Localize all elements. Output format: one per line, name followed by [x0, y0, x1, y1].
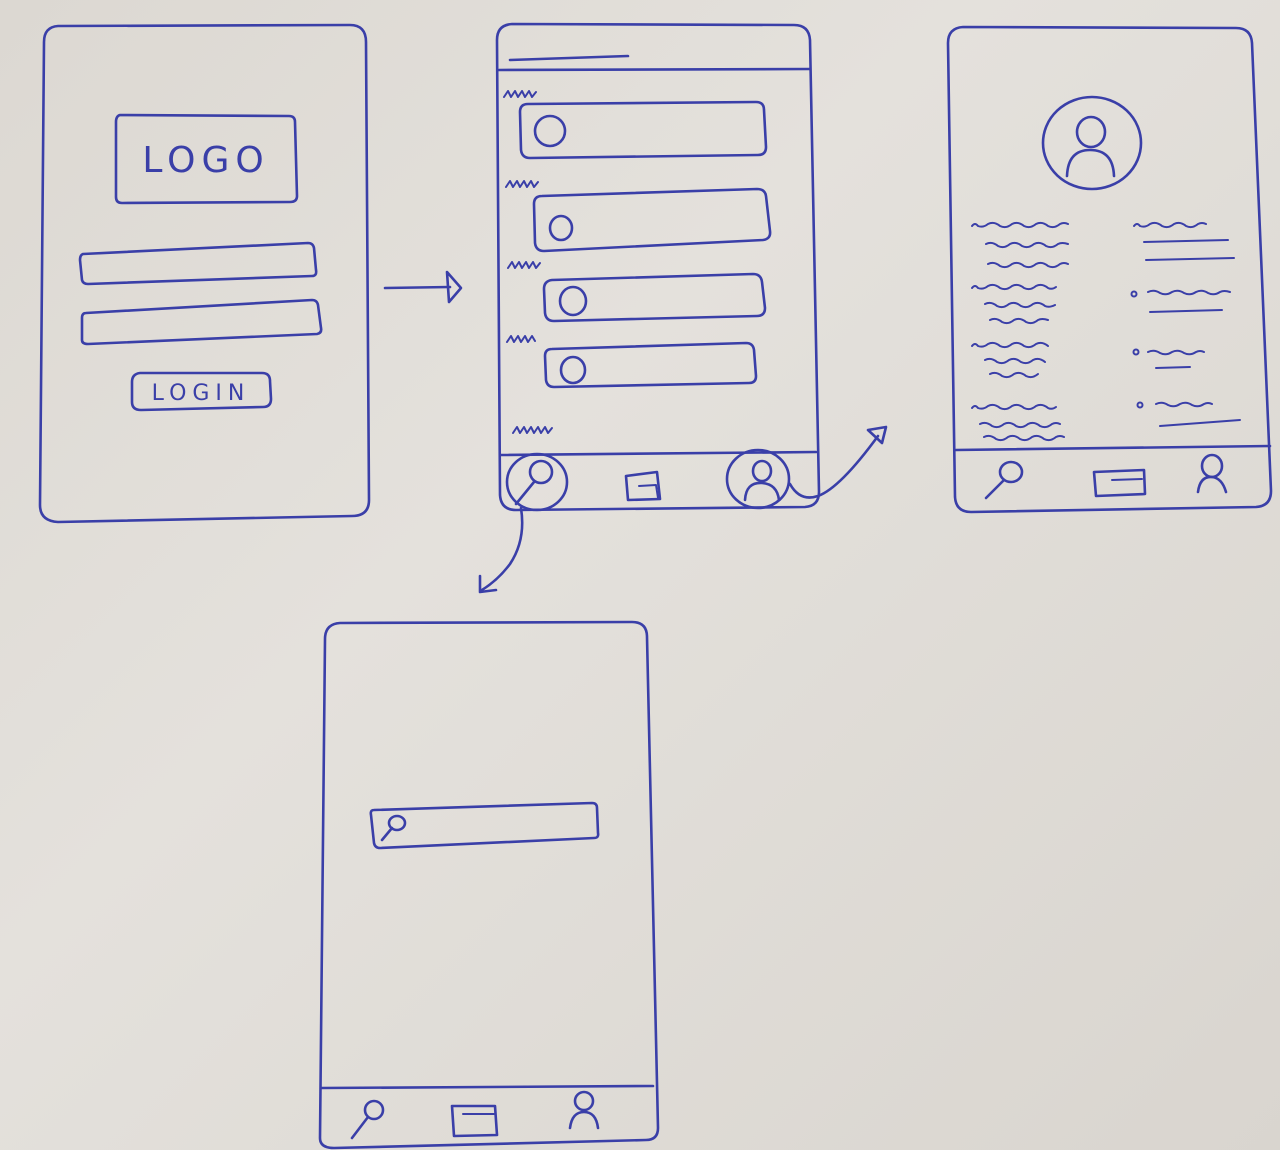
list-item-partial — [512, 426, 553, 434]
login-button[interactable]: LOGIN — [130, 371, 273, 412]
profile-icon[interactable] — [1196, 453, 1228, 494]
gallery-icon[interactable] — [1092, 468, 1147, 498]
flow-arrow-feed-to-profile — [788, 425, 888, 499]
list-item[interactable] — [507, 261, 767, 323]
search-icon[interactable] — [350, 1099, 385, 1140]
login-screen: LOGO LOGIN — [38, 23, 371, 524]
avatar — [558, 285, 588, 317]
profile-nav-divider — [954, 444, 1272, 452]
feed-header-divider — [497, 67, 812, 72]
gallery-icon[interactable] — [624, 470, 662, 502]
search-screen-frame — [318, 620, 660, 1150]
login-button-label: LOGIN — [152, 381, 251, 406]
search-icon[interactable] — [505, 452, 569, 512]
profile-screen — [946, 25, 1273, 514]
profile-icon[interactable] — [725, 448, 791, 510]
search-icon — [380, 814, 407, 842]
search-nav-divider — [319, 1084, 655, 1090]
login-screen-frame — [38, 23, 371, 524]
search-icon[interactable] — [984, 460, 1024, 500]
logo-box: LOGO — [114, 113, 299, 205]
flow-arrow-login-to-feed — [383, 270, 463, 304]
feed-title-line — [508, 54, 630, 62]
avatar — [548, 214, 574, 242]
profile-details-left — [971, 221, 1069, 442]
username-field[interactable] — [78, 241, 318, 286]
feed-screen — [495, 22, 821, 512]
avatar — [559, 355, 587, 385]
search-screen — [318, 620, 660, 1150]
list-item[interactable] — [505, 180, 772, 253]
feed-bottom-nav — [505, 448, 791, 512]
feed-screen-frame — [495, 22, 821, 512]
profile-avatar — [1041, 95, 1143, 191]
search-bottom-nav — [350, 1090, 600, 1140]
flow-arrow-feed-to-search — [478, 506, 524, 594]
feed-nav-divider — [498, 450, 818, 457]
search-input[interactable] — [369, 801, 600, 850]
profile-details-right — [1130, 221, 1241, 427]
password-field[interactable] — [80, 298, 323, 346]
profile-screen-frame — [946, 25, 1273, 514]
avatar — [533, 114, 567, 148]
feed-list — [503, 90, 772, 434]
gallery-icon[interactable] — [450, 1104, 499, 1138]
profile-icon[interactable] — [568, 1090, 600, 1130]
logo-text: LOGO — [142, 140, 269, 181]
list-item[interactable] — [506, 335, 758, 389]
profile-bottom-nav — [984, 453, 1228, 500]
list-item[interactable] — [503, 90, 768, 160]
